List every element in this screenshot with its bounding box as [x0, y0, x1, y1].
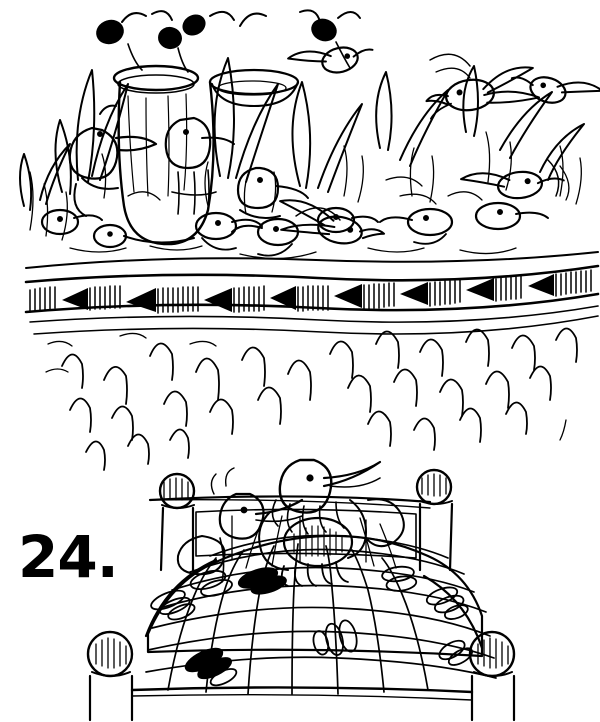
sleeper-front: [258, 458, 382, 587]
hatched-border-band: [24, 264, 600, 335]
falling-arcs-field: [45, 327, 578, 471]
seated-diners: [40, 116, 549, 257]
footpost-finial-left: [86, 630, 134, 722]
large-barrel: [99, 64, 215, 246]
footpost-finial-right: [468, 630, 516, 722]
winged-creatures: [279, 46, 600, 245]
bedpost-finial-right: [415, 468, 454, 572]
page-number: 24.: [18, 523, 119, 591]
tilted-bowl: [208, 68, 300, 107]
bed-scene: [86, 458, 516, 722]
grass-strokes: [29, 131, 582, 241]
blanket-tufts: [150, 565, 474, 687]
garden-party-scene: [19, 9, 600, 269]
sleeper-back: [210, 467, 304, 583]
